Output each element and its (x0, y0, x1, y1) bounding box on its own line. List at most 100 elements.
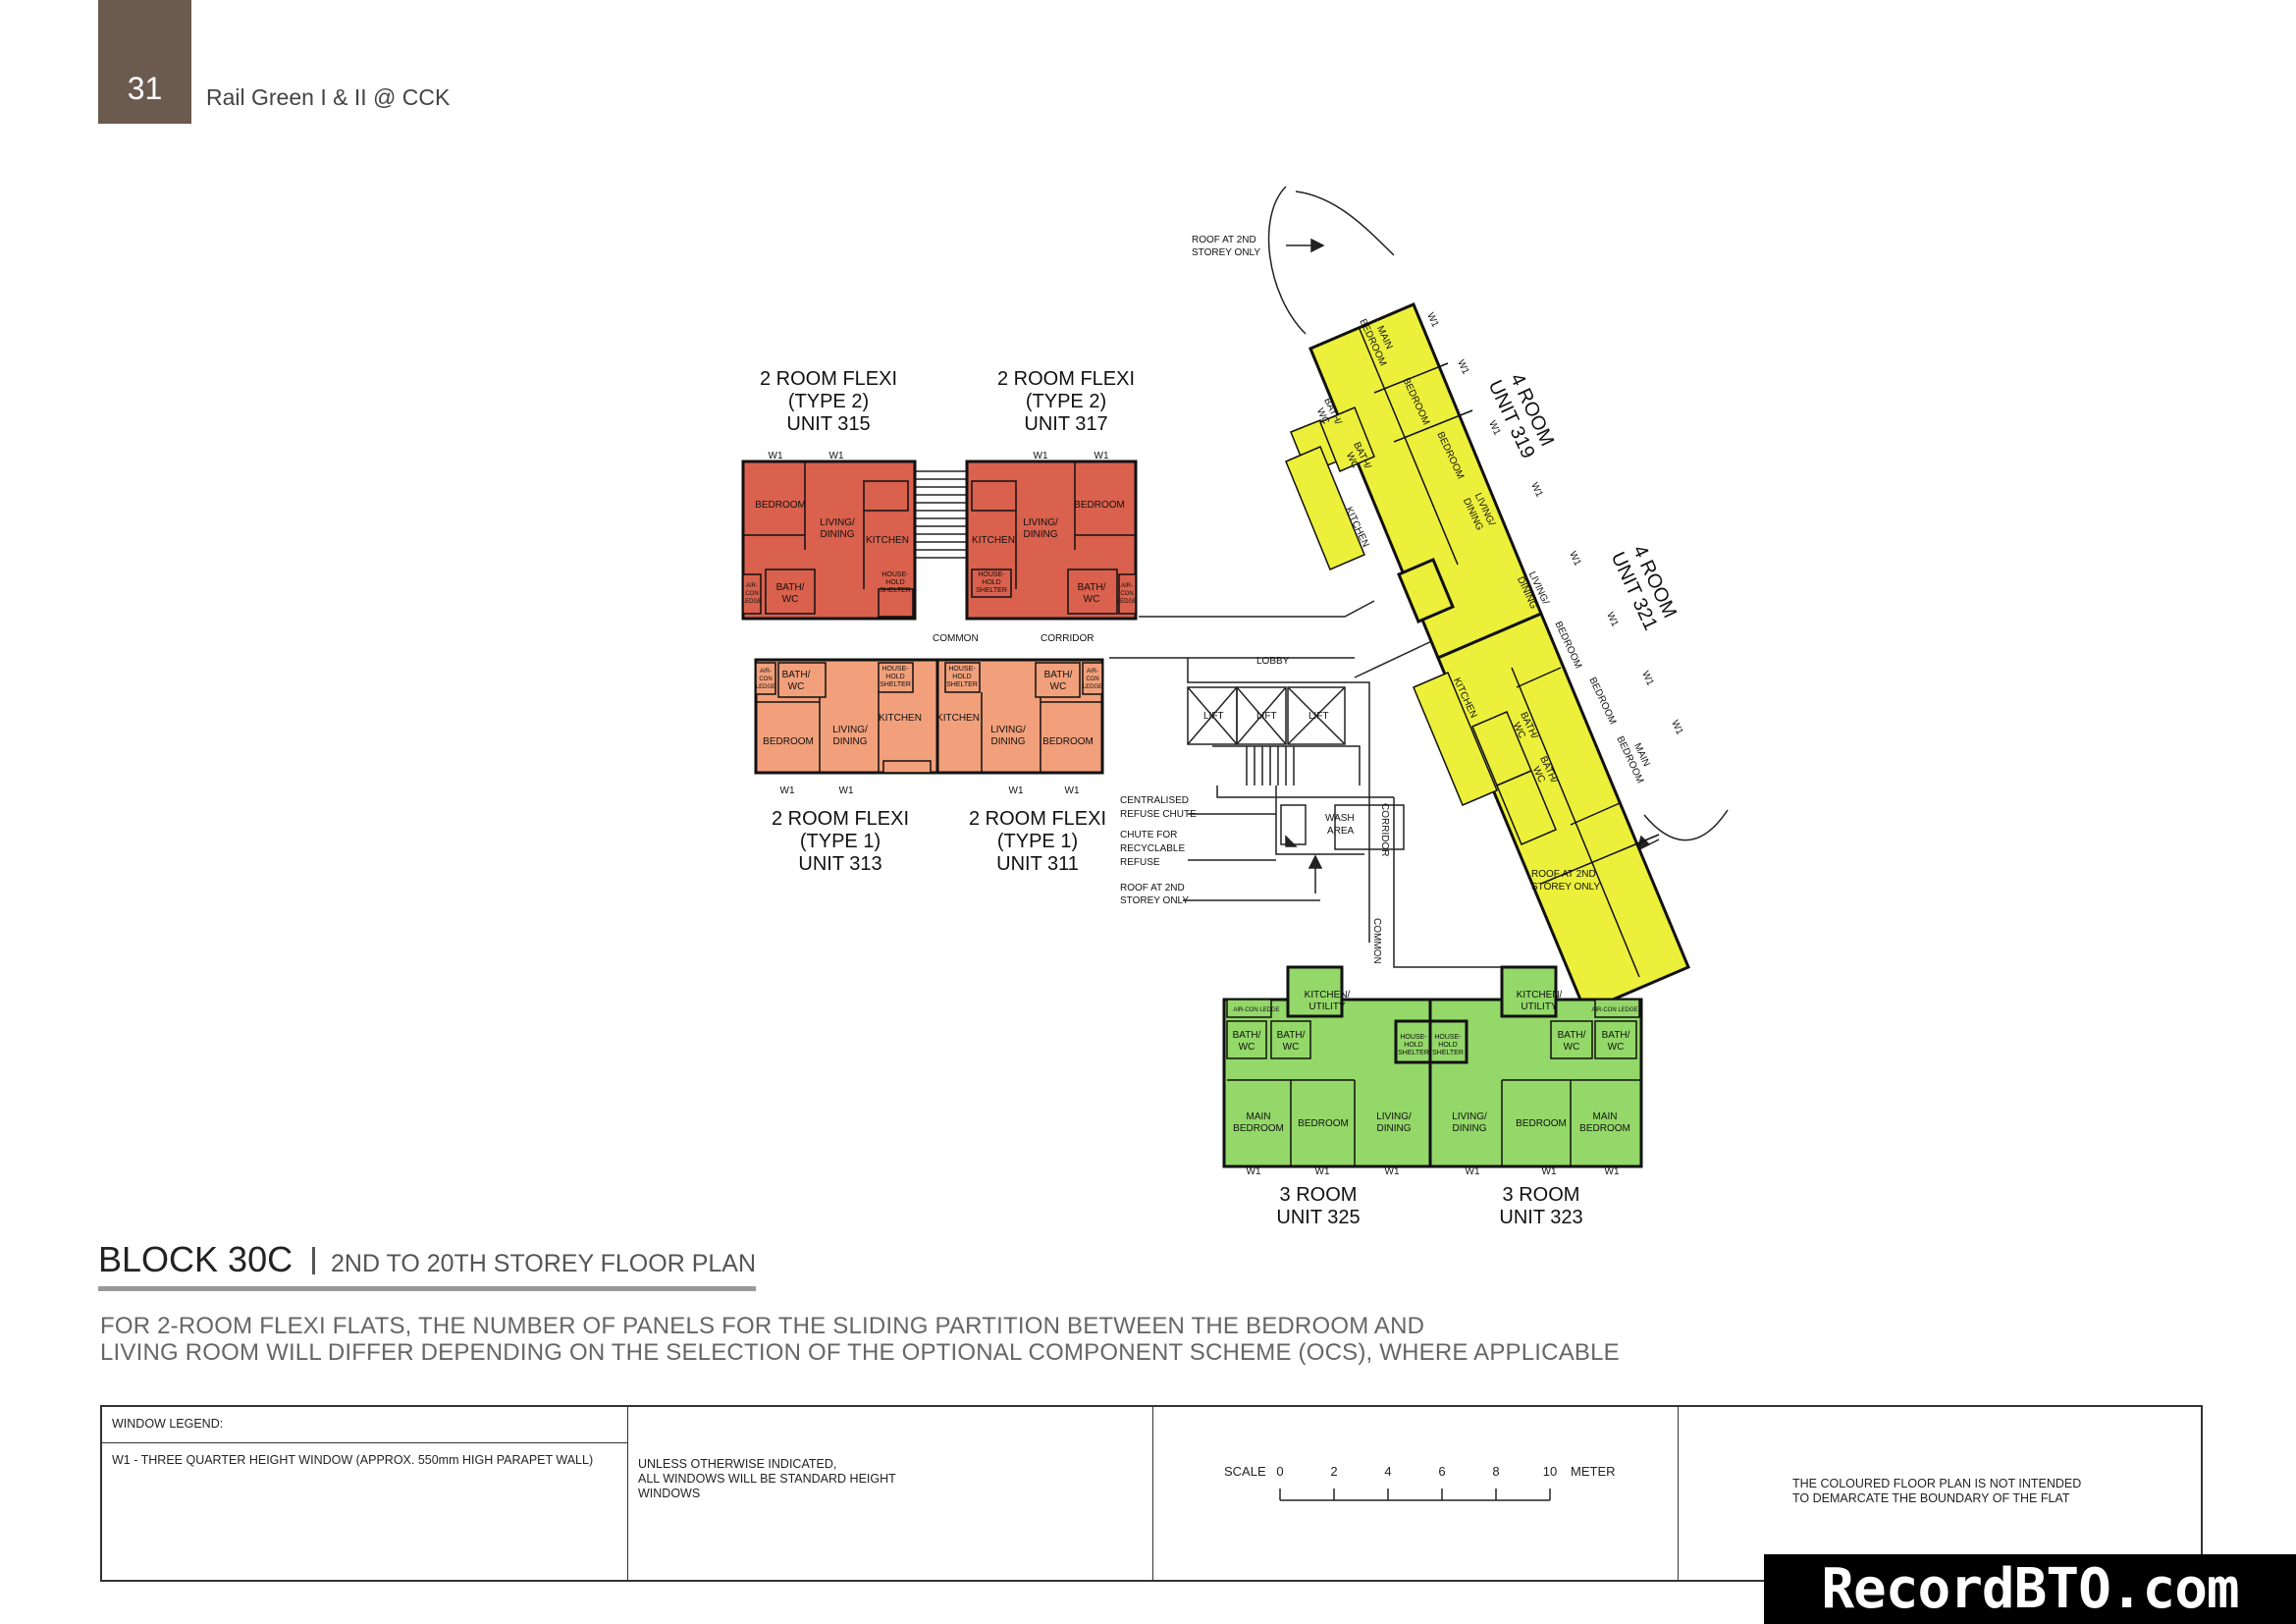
window-w1: W1 (1065, 785, 1080, 796)
room-living: LIVING/ (1452, 1111, 1487, 1122)
window-w1: W1 (1639, 670, 1655, 688)
unit-317-sub: (TYPE 2) (1026, 391, 1106, 412)
direction-arrows (1285, 238, 1660, 893)
room-bedroom: BEDROOM (1042, 736, 1094, 747)
scale-unit: METER (1571, 1464, 1616, 1479)
room-wc: WC (1564, 1042, 1580, 1053)
room-wc: WC (1283, 1042, 1300, 1053)
legend-divider (1678, 1407, 1679, 1580)
window-w1: W1 (1315, 1166, 1330, 1177)
aircon-ledge: AIR- (746, 583, 758, 589)
room-bath: BATH/ (782, 670, 811, 680)
room-main-bedroom: BEDROOM (1233, 1123, 1284, 1134)
unit-311-plan (935, 658, 1104, 775)
unit-311-type: 2 ROOM FLEXI (969, 808, 1106, 830)
unit-315-number: UNIT 315 (786, 413, 870, 435)
room-bedroom: BEDROOM (1298, 1118, 1349, 1129)
aircon-ledge: LEDGE (1117, 599, 1137, 605)
window-w1: W1 (1605, 1166, 1620, 1177)
block-title: BLOCK 30C (98, 1239, 294, 1279)
recycle-chute-label: REFUSE (1120, 857, 1160, 868)
unit-313-plan (754, 658, 939, 775)
refuse-chute-label: CENTRALISED (1120, 795, 1189, 806)
page-tab (98, 0, 191, 124)
room-wc: WC (1239, 1042, 1255, 1053)
scale-tick-label: 8 (1492, 1464, 1499, 1479)
ocs-note-line-2: LIVING ROOM WILL DIFFER DEPENDING ON THE… (100, 1339, 1620, 1366)
room-bedroom: BEDROOM (1586, 676, 1618, 726)
unit-321-plan (1413, 612, 1690, 1013)
unit-315-plan (741, 460, 917, 621)
scale-tick-label: 2 (1330, 1464, 1337, 1479)
aircon-ledge: CON (759, 677, 772, 682)
window-legend-header: WINDOW LEGEND: (112, 1417, 224, 1431)
room-bedroom: BEDROOM (1074, 500, 1125, 511)
unit-315-sub: (TYPE 2) (788, 391, 869, 412)
room-main-bedroom: MAIN (1247, 1111, 1271, 1122)
household-shelter: HOUSE- (1400, 1034, 1427, 1041)
room-living: LIVING/ (832, 725, 868, 735)
aircon-ledge: AIR-CON LEDGE (1233, 1007, 1279, 1013)
household-shelter: HOLD (885, 674, 904, 680)
disclaimer-line-1: THE COLOURED FLOOR PLAN IS NOT INTENDED (1792, 1477, 2082, 1490)
page-number: 31 (127, 71, 163, 106)
window-w1: W1 (1424, 311, 1440, 330)
scale-tick-label: 4 (1384, 1464, 1391, 1479)
room-dining: DINING (1024, 529, 1058, 540)
wash-area-label: WASH (1325, 813, 1355, 824)
household-shelter: SHELTER (1398, 1050, 1429, 1056)
household-shelter: HOUSE- (978, 571, 1005, 578)
room-kitchen: KITCHEN (972, 535, 1015, 546)
unit-315-type: 2 ROOM FLEXI (760, 368, 897, 390)
room-kitchen: KITCHEN (936, 713, 980, 724)
room-wc: WC (1084, 594, 1100, 605)
household-shelter: HOLD (982, 579, 1000, 586)
window-w1: W1 (1455, 358, 1470, 377)
room-bath: BATH/ (1277, 1030, 1306, 1041)
scale-label: SCALE (1224, 1464, 1266, 1479)
recycle-chute-label: RECYCLABLE (1120, 843, 1185, 854)
room-wc: WC (1608, 1042, 1625, 1053)
room-main-bedroom: BEDROOM (1579, 1123, 1630, 1134)
disclaimer-line-2: TO DEMARCATE THE BOUNDARY OF THE FLAT (1792, 1491, 2070, 1505)
room-wc: WC (782, 594, 799, 605)
unit-319-plan (1285, 302, 1543, 660)
aircon-ledge: AIR-CON LEDGE (1591, 1007, 1637, 1013)
unit-311-number: UNIT 311 (996, 853, 1079, 875)
room-labels: W1 W1 BEDROOM LIVING/ DINING KITCHEN BAT… (742, 451, 1638, 1177)
scale-tick-label: 10 (1543, 1464, 1557, 1479)
lobby-label: LOBBY (1256, 656, 1290, 667)
room-dining: DINING (991, 736, 1026, 747)
unit-323-number: UNIT 323 (1499, 1207, 1582, 1228)
aircon-ledge: LEDGE (1083, 684, 1102, 690)
unit-323-plan (1428, 965, 1643, 1168)
corridor-label: CORRIDOR (1041, 633, 1094, 644)
ocs-note-line-1: FOR 2-ROOM FLEXI FLATS, THE NUMBER OF PA… (100, 1313, 1425, 1339)
household-shelter: HOUSE- (948, 666, 976, 673)
unit-titles: 2 ROOM FLEXI (TYPE 2) UNIT 315 2 ROOM FL… (760, 368, 1583, 1228)
legend-divider (627, 1407, 628, 1580)
room-wc: WC (1050, 681, 1067, 692)
window-legend-w1: W1 - THREE QUARTER HEIGHT WINDOW (APPROX… (112, 1453, 594, 1467)
unit-317-number: UNIT 317 (1024, 413, 1107, 435)
legend-divider (1152, 1407, 1153, 1580)
household-shelter: HOUSE- (881, 571, 909, 578)
window-w1: W1 (1486, 419, 1502, 438)
lift-label: LIFT (1308, 711, 1329, 722)
room-wc: WC (788, 681, 805, 692)
aircon-ledge: CON (745, 591, 758, 597)
lift-label: LIFT (1256, 711, 1277, 722)
window-w1: W1 (1542, 1166, 1557, 1177)
household-shelter: HOLD (885, 579, 904, 586)
standard-window-note-2: ALL WINDOWS WILL BE STANDARD HEIGHT (638, 1472, 896, 1486)
room-living: LIVING/ (820, 517, 855, 528)
roof-label: ROOF AT 2ND (1192, 235, 1256, 245)
room-living: LIVING/ (1376, 1111, 1412, 1122)
room-dining: DINING (1377, 1123, 1412, 1134)
room-dining: DINING (821, 529, 855, 540)
scale-tick-label: 0 (1276, 1464, 1283, 1479)
unit-317-type: 2 ROOM FLEXI (997, 368, 1135, 390)
shared-area-labels: COMMON CORRIDOR LOBBY LIFT LIFT LIFT WAS… (933, 235, 1600, 964)
unit-313-number: UNIT 313 (798, 853, 881, 875)
